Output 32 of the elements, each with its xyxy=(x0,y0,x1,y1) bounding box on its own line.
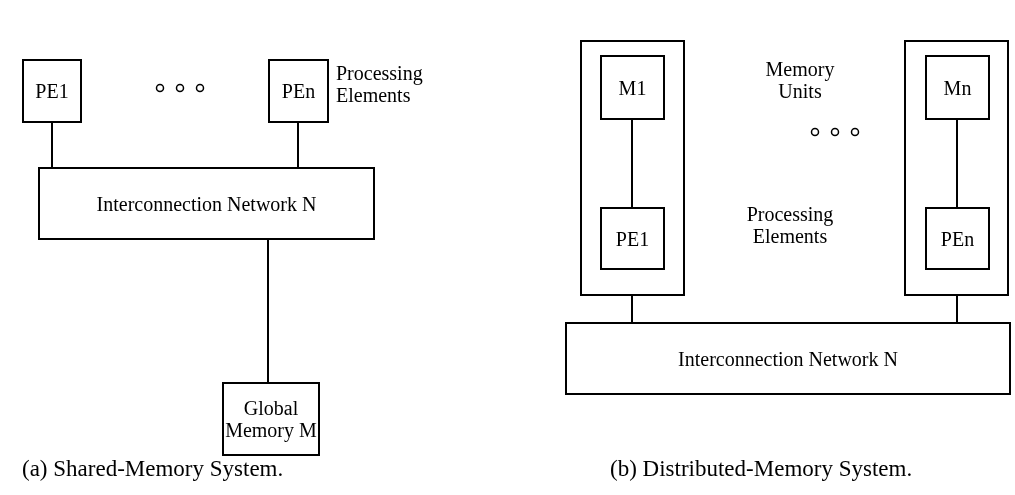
figure-caption: (a) Shared-Memory System. xyxy=(22,456,284,482)
connector-line xyxy=(297,122,299,168)
node-label: Interconnection Network N xyxy=(678,347,898,370)
process-box xyxy=(925,55,990,120)
process-box xyxy=(268,59,329,123)
process-box xyxy=(600,207,665,270)
node-label: PE1 xyxy=(35,80,69,102)
node-label: PE1 xyxy=(615,227,650,250)
connector-line xyxy=(956,119,958,208)
connector-line xyxy=(956,295,958,323)
node-label: PEn xyxy=(281,80,316,102)
connector-line xyxy=(267,239,269,383)
connector-line xyxy=(51,122,53,168)
process-box xyxy=(565,322,1011,395)
node-label: Global Memory M xyxy=(224,397,318,441)
figure-caption: (b) Distributed-Memory System. xyxy=(610,456,913,482)
process-box xyxy=(222,382,320,456)
container-box xyxy=(580,40,685,296)
node-label: Interconnection Network N xyxy=(96,192,317,215)
connector-line xyxy=(631,119,633,208)
node-label: Mn xyxy=(943,76,972,99)
process-box xyxy=(38,167,375,240)
connector-line xyxy=(631,295,633,323)
process-box xyxy=(22,59,82,123)
process-box xyxy=(600,55,665,120)
process-box xyxy=(925,207,990,270)
node-label: PEn xyxy=(940,227,975,250)
node-label: M1 xyxy=(618,76,647,99)
container-box xyxy=(904,40,1009,296)
group-label: Memory Units xyxy=(764,58,836,102)
group-label: Processing Elements xyxy=(745,203,835,247)
group-label: Processing Elements xyxy=(336,62,424,106)
